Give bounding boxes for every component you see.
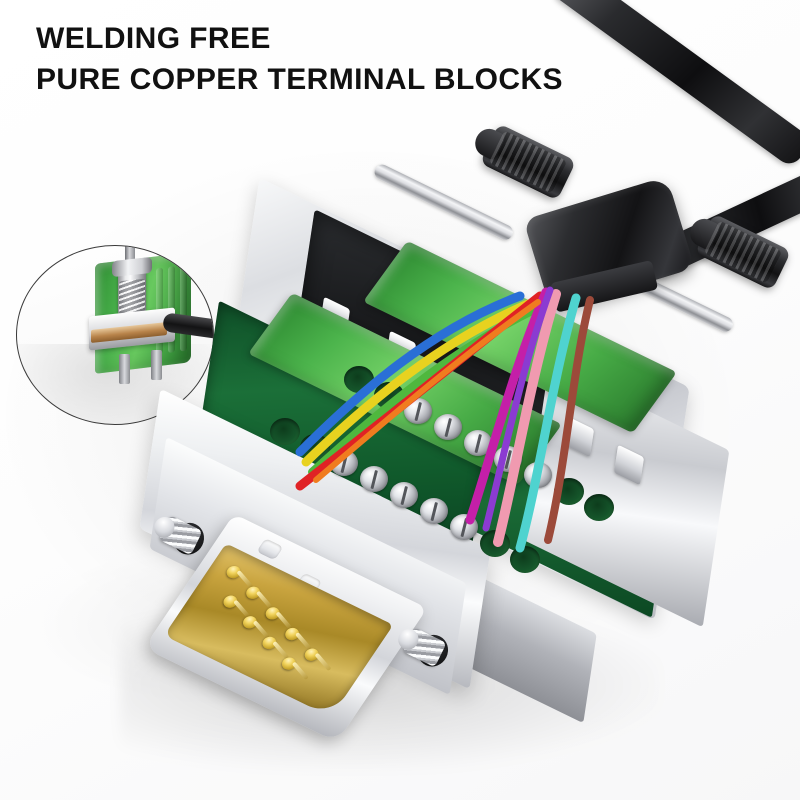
db9-pin [240, 614, 260, 631]
terminal-hole [300, 434, 330, 461]
black-cable-upper [549, 0, 800, 169]
terminal-screw [404, 398, 432, 424]
terminal-screw [330, 450, 358, 476]
thumbscrew-knurling [488, 130, 568, 194]
db9-pin [224, 563, 244, 581]
terminal-screw [360, 466, 388, 492]
db9-pin [279, 655, 299, 672]
terminal-hole [270, 418, 300, 445]
terminal-screw [420, 498, 448, 524]
db9-pin [243, 584, 263, 602]
headline-line-2: PURE COPPER TERMINAL BLOCKS [36, 63, 563, 97]
jackscrew-rod-left [372, 162, 516, 243]
db9-pin [302, 646, 322, 663]
terminal-screw [524, 462, 552, 488]
terminal-screw [434, 414, 462, 440]
terminal-screw [494, 446, 522, 472]
db9-pin [282, 625, 302, 643]
terminal-screw [450, 514, 478, 540]
db9-pin [263, 605, 283, 622]
thumbscrew-knurling [703, 220, 783, 284]
terminal-hole [554, 478, 584, 505]
db9-pin [220, 593, 240, 610]
terminal-hole [344, 366, 374, 393]
headline: WELDING FREE PURE COPPER TERMINAL BLOCKS [36, 18, 736, 101]
terminal-screw [464, 430, 492, 456]
inset-pin-leg [151, 350, 162, 380]
inset-pin-leg [119, 354, 130, 384]
terminal-hole [480, 530, 510, 557]
terminal-hole [374, 382, 404, 409]
headline-line-1: WELDING FREE [36, 22, 271, 55]
terminal-hole [510, 546, 540, 573]
db9-pin [259, 634, 279, 652]
terminal-hole [584, 494, 614, 521]
terminal-screw [390, 482, 418, 508]
black-thumbscrew-left [470, 123, 577, 201]
